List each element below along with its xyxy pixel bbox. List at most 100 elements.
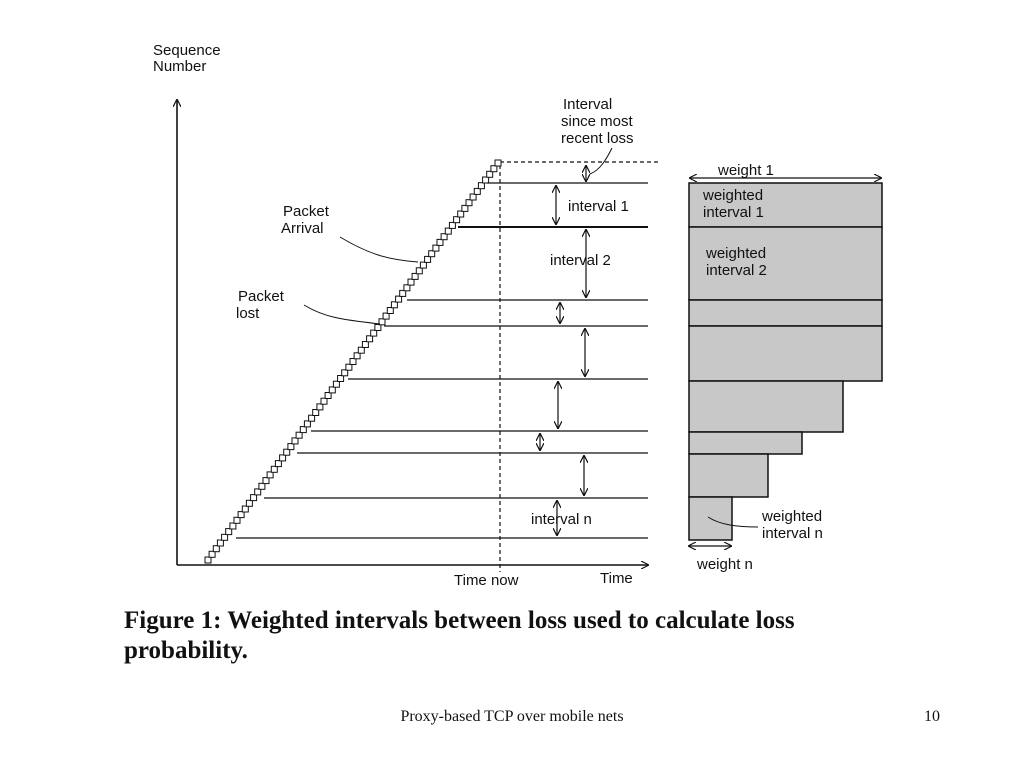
packet-marker <box>324 392 332 399</box>
footer-title: Proxy-based TCP over mobile nets <box>400 708 624 725</box>
packet-marker <box>303 420 311 428</box>
weighted-interval-bar <box>688 496 733 541</box>
packet-marker <box>424 255 432 263</box>
packet-marker <box>390 301 398 309</box>
packet-marker <box>357 346 365 354</box>
packet-marker <box>374 324 382 331</box>
packet-marker <box>208 550 216 558</box>
packet-arrival-label: Arrival <box>281 220 324 237</box>
weighted-interval-bar <box>688 453 769 498</box>
packet-marker <box>436 238 444 246</box>
packet-marker <box>212 545 220 553</box>
packet-marker <box>320 397 328 405</box>
packet-marker <box>494 159 502 167</box>
packet-marker <box>366 335 374 343</box>
packet-arrival-leader <box>339 236 419 263</box>
packet-marker <box>283 448 291 456</box>
weighted-interval-2-label: interval 2 <box>706 262 767 279</box>
packet-marker <box>477 182 485 190</box>
packet-marker <box>225 528 233 536</box>
weighted-interval-n-label: weighted <box>761 508 822 525</box>
packet-marker <box>291 437 299 445</box>
weight-n-label: weight n <box>696 556 753 573</box>
packet-marker <box>266 471 274 479</box>
weighted-interval-bar <box>688 182 883 228</box>
packet-marker <box>287 443 295 451</box>
weighted-interval-2-label: weighted <box>705 245 766 262</box>
caption-line: probability. <box>124 637 248 664</box>
packet-marker <box>415 267 423 275</box>
packet-lost-label: lost <box>236 305 260 322</box>
x-axis-label: Time <box>600 570 633 587</box>
packet-marker <box>299 426 307 434</box>
packet-marker <box>204 556 212 564</box>
packet-marker <box>378 318 386 326</box>
packet-marker <box>353 352 361 360</box>
packet-marker <box>254 488 262 496</box>
packet-marker <box>274 460 282 468</box>
interval-since-loss-label: recent loss <box>561 130 634 147</box>
weighted-interval-1-label: weighted <box>702 187 763 204</box>
weighted-interval-1-label: interval 1 <box>703 204 764 221</box>
interval-1-label: interval 1 <box>568 198 629 215</box>
interval-2-label: interval 2 <box>550 252 611 269</box>
packet-marker <box>461 204 469 212</box>
packet-marker <box>407 278 415 286</box>
packet-marker <box>419 261 427 269</box>
packet-marker <box>448 221 456 229</box>
packet-markers <box>204 159 502 564</box>
loss-interval-diagram: Sequence Number Interval since most rece… <box>153 42 883 589</box>
packet-marker <box>490 165 498 173</box>
packet-marker <box>279 454 287 462</box>
weighted-interval-bar <box>688 380 844 433</box>
weighted-interval-bar <box>688 325 883 382</box>
packet-marker <box>270 465 278 473</box>
packet-marker <box>482 176 490 184</box>
packet-marker <box>395 295 403 303</box>
packet-marker <box>295 431 303 439</box>
figure-caption: Figure 1: Weighted intervals between los… <box>124 606 944 666</box>
caption-line: Figure 1: Weighted intervals between los… <box>124 607 795 634</box>
time-now-label: Time now <box>454 572 519 589</box>
weighted-interval-n-leader <box>707 516 759 528</box>
packet-marker <box>341 369 349 377</box>
packet-marker <box>465 199 473 207</box>
packet-marker <box>382 312 390 320</box>
page-number: 10 <box>924 708 940 725</box>
packet-marker <box>440 233 448 241</box>
weighted-interval-bar <box>688 226 883 301</box>
interval-since-loss-label: Interval <box>563 96 612 113</box>
packet-marker <box>328 386 336 394</box>
interval-n-label: interval n <box>531 511 592 528</box>
packet-marker <box>345 363 353 371</box>
packet-marker <box>337 375 345 382</box>
weight-1-label: weight 1 <box>717 162 774 179</box>
packet-arrival-label: Packet <box>283 203 330 220</box>
packet-marker <box>432 244 440 252</box>
packet-marker <box>386 307 394 314</box>
y-axis-label: Sequence <box>153 42 221 59</box>
packet-marker <box>258 482 266 490</box>
packet-marker <box>349 358 357 365</box>
packet-marker <box>399 289 407 297</box>
packet-marker <box>237 511 245 519</box>
packet-marker <box>453 216 461 224</box>
packet-lost-label: Packet <box>238 288 285 305</box>
packet-marker <box>308 414 316 422</box>
packet-marker <box>332 380 340 388</box>
packet-marker <box>241 505 249 513</box>
y-axis-label: Number <box>153 58 206 75</box>
packet-marker <box>229 522 237 530</box>
packet-marker <box>361 341 369 348</box>
packet-marker <box>262 477 270 485</box>
packet-marker <box>250 494 258 502</box>
weighted-interval-bar <box>688 299 883 327</box>
packet-marker <box>444 227 452 235</box>
packet-marker <box>403 284 411 292</box>
packet-marker <box>457 210 465 218</box>
packet-marker <box>428 250 436 258</box>
packet-marker <box>486 170 494 178</box>
packet-marker <box>411 272 419 280</box>
weighted-interval-n-label: interval n <box>762 525 823 542</box>
